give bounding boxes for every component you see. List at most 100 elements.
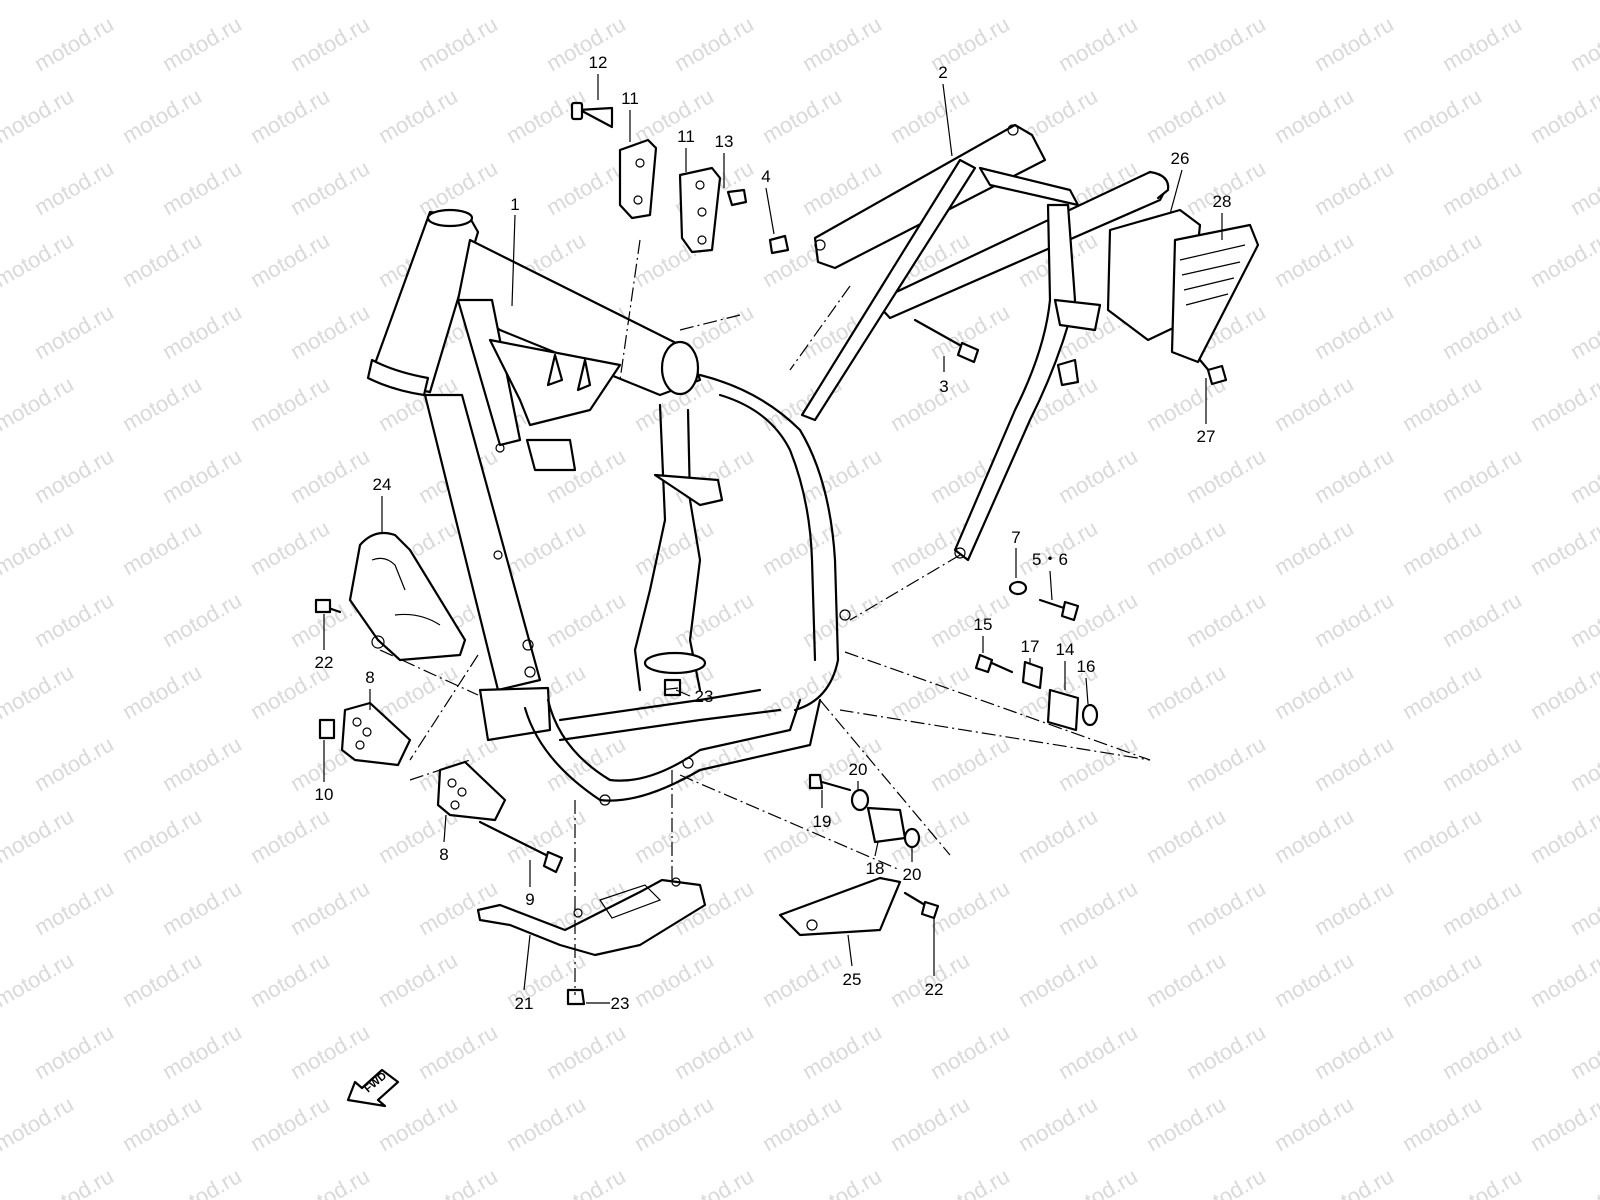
watermark-text: motod.ru bbox=[374, 1091, 462, 1156]
watermark-text: motod.ru bbox=[1182, 731, 1270, 796]
watermark-text: motod.ru bbox=[414, 1019, 502, 1084]
callout-label-c21: 21 bbox=[515, 994, 534, 1013]
watermark-text: motod.ru bbox=[1526, 83, 1600, 148]
callout-label-c22a: 22 bbox=[315, 653, 334, 672]
watermark-text: motod.ru bbox=[798, 11, 886, 76]
watermark-text: motod.ru bbox=[886, 0, 974, 4]
callout-leader bbox=[511, 214, 516, 307]
callout-label-c24: 24 bbox=[373, 475, 392, 494]
watermark-text: motod.ru bbox=[246, 371, 334, 436]
watermark-text: motod.ru bbox=[1182, 587, 1270, 652]
watermark-text: motod.ru bbox=[1310, 155, 1398, 220]
watermark-text: motod.ru bbox=[118, 83, 206, 148]
watermark-text: motod.ru bbox=[798, 1163, 886, 1200]
callout-leader bbox=[847, 934, 853, 967]
watermark-text: motod.ru bbox=[1054, 875, 1142, 940]
watermark-text: motod.ru bbox=[1054, 1019, 1142, 1084]
watermark-text: motod.ru bbox=[758, 947, 846, 1012]
watermark-text: motod.ru bbox=[1566, 587, 1600, 652]
watermark-text: motod.ru bbox=[246, 0, 334, 4]
watermark-text: motod.ru bbox=[286, 11, 374, 76]
callout-leader bbox=[443, 814, 447, 843]
watermark-text: motod.ru bbox=[1270, 515, 1358, 580]
watermark-text: motod.ru bbox=[1438, 1019, 1526, 1084]
callout-label-c16: 16 bbox=[1077, 657, 1096, 676]
watermark-text: motod.ru bbox=[246, 803, 334, 868]
watermark-text: motod.ru bbox=[670, 11, 758, 76]
watermark-text: motod.ru bbox=[886, 659, 974, 724]
watermark-text: motod.ru bbox=[1310, 875, 1398, 940]
watermark-text: motod.ru bbox=[1182, 443, 1270, 508]
watermark-text: motod.ru bbox=[0, 227, 78, 292]
frame-guard-left bbox=[314, 531, 467, 662]
watermark-text: motod.ru bbox=[1054, 1163, 1142, 1200]
watermark-text: motod.ru bbox=[158, 587, 246, 652]
watermark-text: motod.ru bbox=[1566, 1163, 1600, 1200]
watermark-text: motod.ru bbox=[1270, 803, 1358, 868]
watermark-text: motod.ru bbox=[542, 587, 630, 652]
watermark-text: motod.ru bbox=[1438, 299, 1526, 364]
watermark-text: motod.ru bbox=[1438, 1163, 1526, 1200]
watermark-text: motod.ru bbox=[1142, 1091, 1230, 1156]
callout-labels: 12345・6788910111112131415161718192020212… bbox=[315, 53, 1232, 1013]
watermark-text: motod.ru bbox=[1142, 947, 1230, 1012]
watermark-text: motod.ru bbox=[542, 155, 630, 220]
watermark-text: motod.ru bbox=[374, 0, 462, 4]
watermark-text: motod.ru bbox=[158, 1163, 246, 1200]
callout-label-c1: 1 bbox=[510, 195, 519, 214]
watermark-text: motod.ru bbox=[1270, 83, 1358, 148]
watermark-text: motod.ru bbox=[1438, 587, 1526, 652]
skid-plate bbox=[476, 678, 707, 1006]
watermark-text: motod.ru bbox=[502, 1091, 590, 1156]
watermark-text: motod.ru bbox=[926, 731, 1014, 796]
callout-label-c12: 12 bbox=[589, 53, 608, 72]
watermark-text: motod.ru bbox=[158, 1019, 246, 1084]
watermark-text: motod.ru bbox=[158, 731, 246, 796]
watermark-text: motod.ru bbox=[1014, 947, 1102, 1012]
watermark-text: motod.ru bbox=[0, 83, 78, 148]
watermark-text: motod.ru bbox=[1310, 443, 1398, 508]
callout-label-c13: 13 bbox=[715, 132, 734, 151]
watermark-text: motod.ru bbox=[630, 0, 718, 4]
callout-leader bbox=[1085, 677, 1089, 705]
watermark-text: motod.ru bbox=[1014, 0, 1102, 4]
watermark-text: motod.ru bbox=[1270, 371, 1358, 436]
watermark-text: motod.ru bbox=[1182, 875, 1270, 940]
watermark-text: motod.ru bbox=[1182, 1163, 1270, 1200]
callout-label-c20a: 20 bbox=[849, 760, 868, 779]
callout-label-c4: 4 bbox=[761, 167, 770, 186]
watermark-text: motod.ru bbox=[798, 1019, 886, 1084]
watermark-text: motod.ru bbox=[1566, 443, 1600, 508]
callout-leader bbox=[765, 187, 775, 235]
frame-guard-right bbox=[778, 773, 940, 937]
watermark-text: motod.ru bbox=[758, 1091, 846, 1156]
watermark-text: motod.ru bbox=[0, 947, 78, 1012]
watermark-text: motod.ru bbox=[758, 83, 846, 148]
watermark-text: motod.ru bbox=[1526, 0, 1600, 4]
watermark-text: motod.ru bbox=[1142, 83, 1230, 148]
watermark-text: motod.ru bbox=[1566, 11, 1600, 76]
watermark-text: motod.ru bbox=[758, 515, 846, 580]
watermark-text: motod.ru bbox=[1398, 0, 1486, 4]
callout-label-c27: 27 bbox=[1197, 427, 1216, 446]
watermark-text: motod.ru bbox=[30, 1019, 118, 1084]
watermark-text: motod.ru bbox=[1310, 299, 1398, 364]
callout-label-c8a: 8 bbox=[365, 668, 374, 687]
watermark-text: motod.ru bbox=[1310, 1019, 1398, 1084]
callout-label-c9: 9 bbox=[525, 890, 534, 909]
watermark-text: motod.ru bbox=[1438, 443, 1526, 508]
watermark-text: motod.ru bbox=[1142, 0, 1230, 4]
watermark-text: motod.ru bbox=[0, 371, 78, 436]
watermark-text: motod.ru bbox=[30, 1163, 118, 1200]
watermark-text: motod.ru bbox=[1142, 803, 1230, 868]
watermark-text: motod.ru bbox=[502, 515, 590, 580]
watermark-text: motod.ru bbox=[414, 11, 502, 76]
callout-label-c23a: 23 bbox=[695, 687, 714, 706]
watermark-text: motod.ru bbox=[158, 11, 246, 76]
watermark-text: motod.ru bbox=[0, 515, 78, 580]
watermark-text: motod.ru bbox=[926, 875, 1014, 940]
callout-label-c10: 10 bbox=[315, 785, 334, 804]
watermark-text: motod.ru bbox=[886, 1091, 974, 1156]
watermark-text: motod.ru bbox=[670, 1019, 758, 1084]
